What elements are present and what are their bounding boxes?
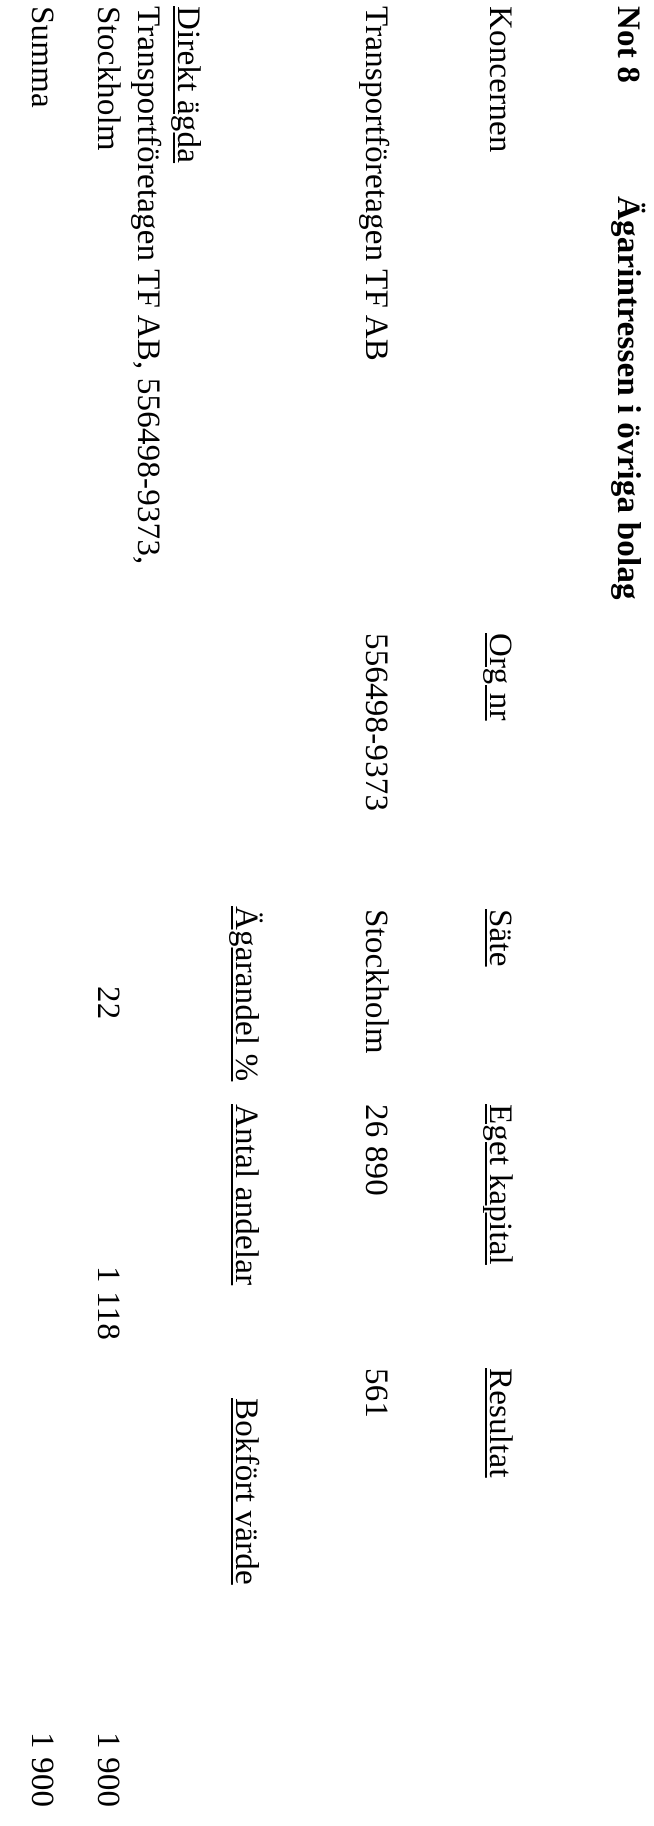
company-resultat: 561 [358,1368,394,1419]
holding-name-line2: Stockholm [90,6,126,151]
column-header-eget-kapital: Eget kapital [482,1104,518,1265]
holding-name-line1: Transportföretagen TF AB, 556498-9373, [130,6,166,565]
column-header-agarandel: Ägarandel % [228,906,264,1082]
holding-antal-andelar: 1 118 [90,1266,126,1341]
total-label: Summa [24,6,60,108]
column-header-antal-andelar: Antal andelar [228,1104,264,1286]
note-title: Ägarintressen i övriga bolag [610,196,646,600]
column-header-resultat: Resultat [482,1368,518,1478]
company-sate: Stockholm [358,909,394,1054]
total-value: 1 900 [24,1732,60,1808]
company-org-nr: 556498-9373 [358,633,394,812]
column-header-sate: Säte [482,909,518,967]
note-number: Not 8 [610,6,646,84]
column-header-bokfort-varde: Bokfört värde [228,1398,264,1585]
company-name: Transportföretagen TF AB [358,6,394,361]
company-eget-kapital: 26 890 [358,1104,394,1196]
subheading-direkt-agda: Direkt ägda [170,6,206,164]
section-heading-koncernen: Koncernen [482,6,518,153]
holding-bokfort-varde: 1 900 [90,1732,126,1808]
holding-agarandel: 22 [90,986,126,1020]
column-header-org-nr: Org nr [482,633,518,721]
